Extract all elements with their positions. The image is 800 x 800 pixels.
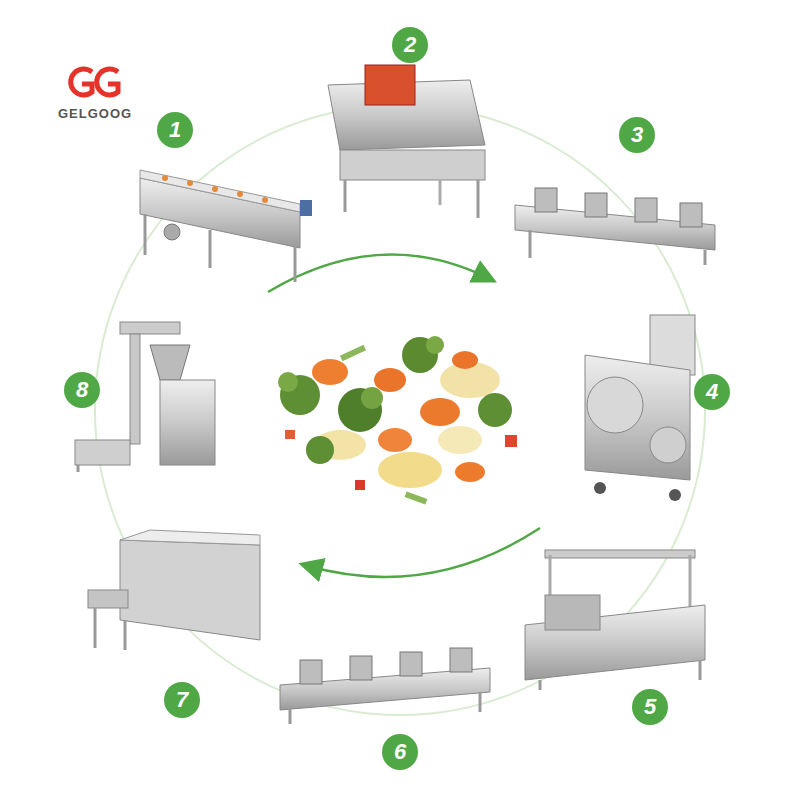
sorting-machine xyxy=(328,65,485,218)
step-number: 8 xyxy=(76,379,88,401)
brand-name: GELGOOG xyxy=(58,106,132,121)
air-drying-machine xyxy=(280,648,490,724)
step-number: 4 xyxy=(706,381,718,403)
step-badge: 2 xyxy=(392,27,428,63)
vegetable-cutting-machine xyxy=(585,315,695,501)
flow-arrow xyxy=(308,528,540,577)
air-drying-machine xyxy=(515,188,715,265)
step-number: 5 xyxy=(644,696,656,718)
step-badge: 6 xyxy=(382,734,418,770)
step-badge: 8 xyxy=(64,372,100,408)
step-badge: 3 xyxy=(619,117,655,153)
step-badge: 5 xyxy=(632,689,668,725)
step-number: 3 xyxy=(631,124,643,146)
step-badge: 1 xyxy=(157,112,193,148)
tunnel-freezer xyxy=(88,530,260,650)
step-number: 6 xyxy=(394,741,406,763)
step-badge: 4 xyxy=(694,374,730,410)
flow-ring xyxy=(95,105,705,715)
mixed-vegetables xyxy=(278,336,517,505)
step-number: 1 xyxy=(169,119,181,141)
flow-arrow xyxy=(268,255,488,292)
step-badge: 7 xyxy=(164,682,200,718)
blanching-machine xyxy=(525,550,705,690)
logo-mark xyxy=(71,69,118,95)
step-number: 2 xyxy=(404,34,416,56)
washing-machine xyxy=(140,170,312,282)
step-number: 7 xyxy=(176,689,188,711)
